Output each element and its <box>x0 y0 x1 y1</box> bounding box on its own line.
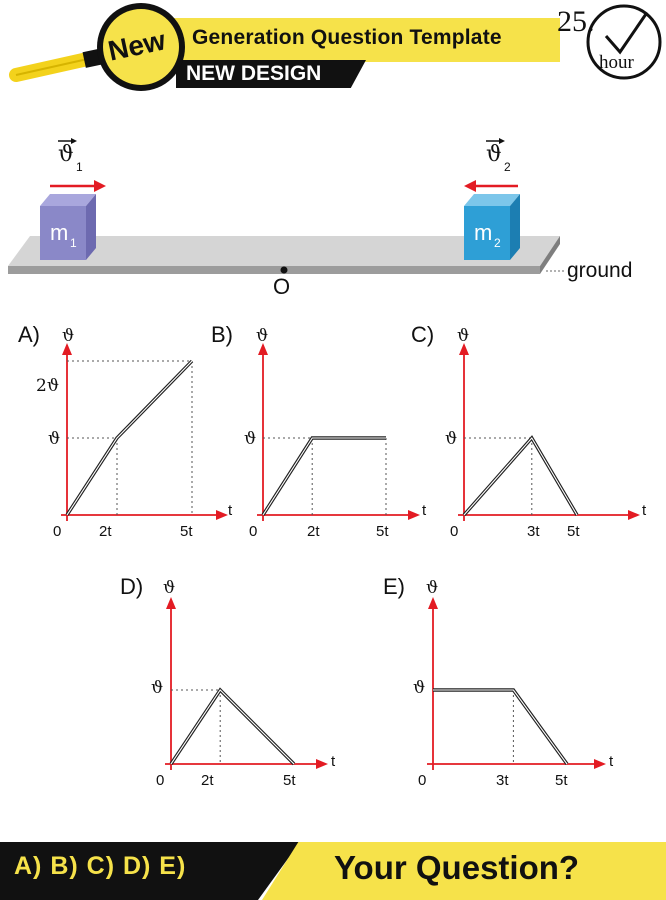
footer-answer-options: A) B) C) D) E) <box>14 852 187 880</box>
option-c-y-arrowhead <box>459 343 469 355</box>
option-e-x-tick-3t: 3t <box>496 772 509 789</box>
mass2-front <box>464 206 510 260</box>
option-a-x-axis-label: t <box>228 502 233 519</box>
ground-label: ground <box>567 259 633 282</box>
mass1-label: m <box>50 220 69 245</box>
option-a-x-tick-2t: 2t <box>99 523 112 540</box>
option-e-x-arrowhead <box>594 759 606 769</box>
footer-question-bar <box>262 842 666 900</box>
option-a-x-tick-0: 0 <box>53 523 62 540</box>
velocity2-arrowhead <box>464 180 476 192</box>
option-d-x-arrowhead <box>316 759 328 769</box>
option-c-y-axis-label: ϑ <box>457 326 470 346</box>
option-d-x-tick-5t: 5t <box>283 772 296 789</box>
option-d-y-arrowhead <box>166 597 176 609</box>
header-subtitle: NEW DESIGN <box>186 62 322 85</box>
option-c-graph-line-inner <box>463 437 578 516</box>
option-a-graph-line-inner <box>66 360 193 516</box>
mass1-side <box>86 194 96 260</box>
option-a-y-tick-2: 2ϑ <box>36 376 59 396</box>
option-b-x-tick-0: 0 <box>249 523 258 540</box>
option-d-y-axis-label: ϑ <box>163 578 176 598</box>
option-a-x-arrowhead <box>216 510 228 520</box>
board-top <box>8 236 560 266</box>
option-a-x-tick-5t: 5t <box>180 523 193 540</box>
footer-answer-bar <box>0 842 300 900</box>
option-c-x-arrowhead <box>628 510 640 520</box>
option-b-x-tick-5t: 5t <box>376 523 389 540</box>
option-d-label: D) <box>120 574 144 599</box>
option-d-graph-line <box>169 687 296 766</box>
option-c-x-axis-label: t <box>642 502 647 519</box>
clock-icon <box>586 4 662 80</box>
velocity1-symbol: ϑ <box>58 142 74 167</box>
option-e-label: E) <box>383 574 405 599</box>
option-d-x-tick-2t: 2t <box>201 772 214 789</box>
option-e-x-tick-5t: 5t <box>555 772 568 789</box>
option-b-label: B) <box>211 322 233 347</box>
mass1-front <box>40 206 86 260</box>
footer-question: Your Question? <box>334 849 580 886</box>
board-side <box>540 236 560 274</box>
magnifier-icon <box>9 3 185 91</box>
option-c-x-tick-3t: 3t <box>527 523 540 540</box>
option-b-graph-line-inner <box>262 437 386 516</box>
origin-label: O <box>273 274 291 299</box>
mass2-label: m <box>474 220 493 245</box>
option-e-graph-line-inner <box>433 689 568 765</box>
option-b-x-axis-label: t <box>422 502 427 519</box>
velocity2-subscript: 2 <box>504 160 511 174</box>
velocity2-symbol: ϑ <box>486 142 502 167</box>
option-a-graph-line <box>65 359 194 516</box>
header-title-bar <box>170 18 560 62</box>
option-c-label: C) <box>411 322 435 347</box>
option-c-x-tick-5t: 5t <box>567 523 580 540</box>
option-e-x-axis-label: t <box>609 753 614 770</box>
option-a-y-arrowhead <box>62 343 72 355</box>
mass1-subscript: 1 <box>70 236 77 250</box>
velocity1-subscript: 1 <box>76 160 83 174</box>
option-d-x-tick-0: 0 <box>156 772 165 789</box>
option-b-graph-line <box>261 436 386 516</box>
option-a-label: A) <box>18 322 40 347</box>
option-a-y-tick-1: ϑ <box>48 429 61 449</box>
option-e-x-tick-0: 0 <box>418 772 427 789</box>
option-c-x-tick-0: 0 <box>450 523 459 540</box>
option-b-y-arrowhead <box>258 343 268 355</box>
option-b-y-axis-label: ϑ <box>256 326 269 346</box>
option-e-y-tick-1: ϑ <box>413 678 426 698</box>
option-e-graph-line <box>433 688 569 765</box>
option-c-graph-line <box>462 435 579 517</box>
hour-label: hour <box>599 52 634 73</box>
option-b-x-arrowhead <box>408 510 420 520</box>
option-b-x-tick-2t: 2t <box>307 523 320 540</box>
mass2-subscript: 2 <box>494 236 501 250</box>
option-e-y-axis-label: ϑ <box>426 578 439 598</box>
hour-number: 25. <box>557 5 595 38</box>
velocity1-arrowhead <box>94 180 106 192</box>
option-a-y-axis-label: ϑ <box>62 326 75 346</box>
header-title: Generation Question Template <box>192 26 502 49</box>
option-d-graph-line-inner <box>170 689 295 765</box>
option-e-y-arrowhead <box>428 597 438 609</box>
option-d-x-axis-label: t <box>331 753 336 770</box>
option-d-y-tick-1: ϑ <box>151 678 164 698</box>
new-design-banner <box>176 60 366 88</box>
mass1-top <box>40 194 96 206</box>
mass2-top <box>464 194 520 206</box>
origin-dot <box>280 266 288 274</box>
mass2-side <box>510 194 520 260</box>
board-front <box>8 266 540 274</box>
collision-scene <box>8 138 566 274</box>
option-b-y-tick-1: ϑ <box>244 429 257 449</box>
option-c-y-tick-1: ϑ <box>445 429 458 449</box>
